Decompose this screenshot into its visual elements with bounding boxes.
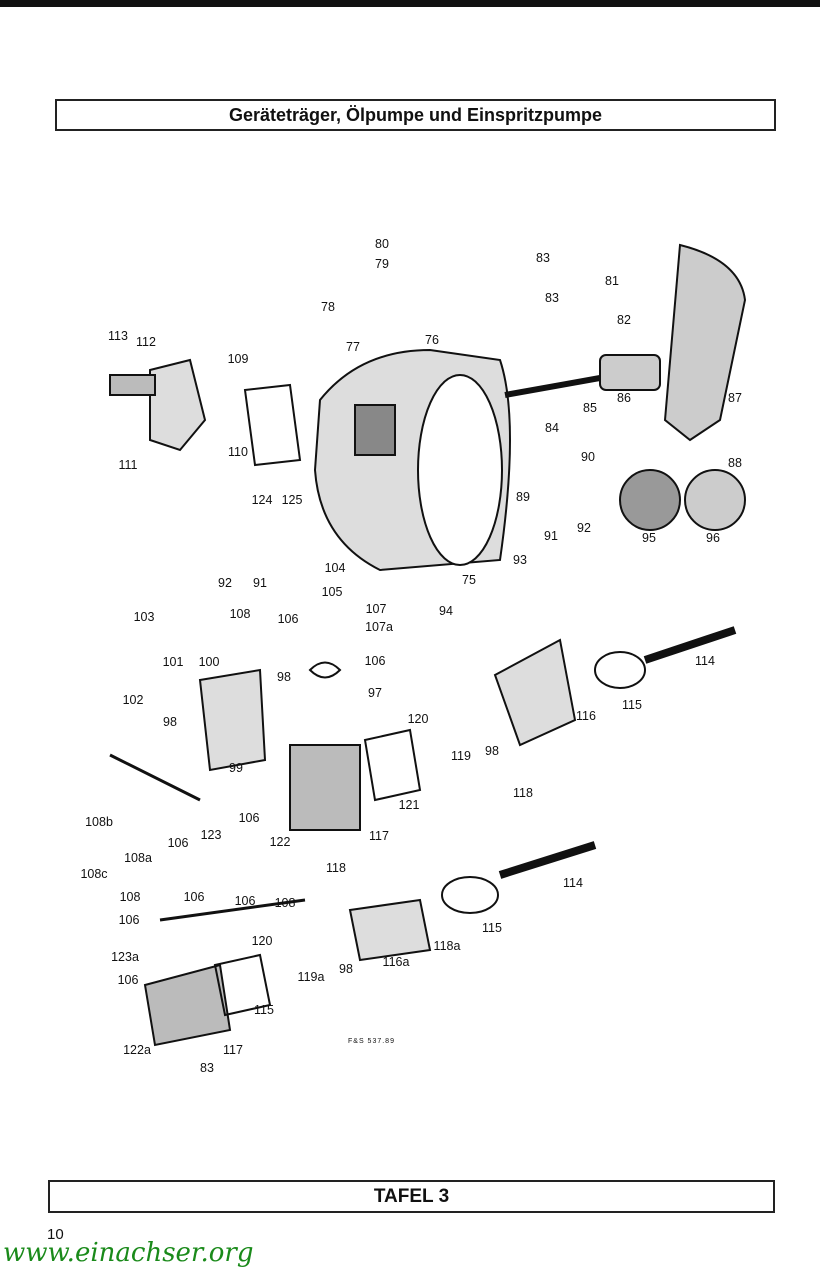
part-label: 124 [251,493,273,507]
part-label: 83 [200,1061,214,1075]
part-label: 99 [229,761,243,775]
part-label: 104 [324,561,346,575]
part-label: 84 [545,421,559,435]
part-label: 112 [136,335,156,349]
part-label: 108b [85,815,113,829]
lever-arm [663,243,747,442]
part-label: 82 [617,313,631,327]
part-label: 123 [200,828,222,842]
shaft [504,354,661,398]
part-label: 83 [545,291,559,305]
part-label: 106 [238,811,260,825]
part-label: 90 [581,450,595,464]
part-label: 116 [576,709,596,723]
part-label: 89 [516,490,530,504]
main-housing [313,348,511,572]
part-label: 98 [339,962,353,976]
pump-upper [198,626,737,831]
part-label: 121 [398,798,420,812]
part-label: 108 [119,890,141,904]
drawing-code: F&S 537.89 [348,1038,395,1045]
part-label: 108 [274,896,296,910]
part-label: 94 [439,604,453,618]
part-label: 114 [695,654,715,668]
part-label: 96 [706,531,720,545]
part-label: 102 [122,693,144,707]
scan-top-edge [0,0,820,7]
pump-lower [109,753,597,1047]
page-title: Geräteträger, Ölpumpe und Einspritzpumpe [55,99,776,131]
part-label: 123a [111,950,139,964]
part-label: 98 [277,670,291,684]
part-label: 117 [369,829,389,843]
part-label: 100 [198,655,220,669]
part-label: 108a [124,851,152,865]
part-label: 107a [365,620,393,634]
part-label: 86 [617,391,631,405]
part-label: 108c [80,867,108,881]
part-label: 97 [368,686,382,700]
part-label: 93 [513,553,527,567]
plate-caption-text: TAFEL 3 [373,1185,450,1207]
part-label: 119a [297,970,325,984]
part-label: 118a [433,939,461,953]
part-label: 85 [583,401,597,415]
part-label: 106 [118,913,140,927]
part-label: 106 [183,890,205,904]
part-label: 122 [269,835,291,849]
part-label: 115 [482,921,502,935]
part-label: 88 [728,456,742,470]
part-label: 101 [162,655,184,669]
part-label: 83 [536,251,550,265]
part-label: 81 [605,274,619,288]
part-label: 118 [513,786,533,800]
page-number: 10 [47,1226,64,1243]
part-label: 98 [485,744,499,758]
part-label: 106 [167,836,189,850]
watermark: www.einachser.org [3,1238,254,1268]
part-label: 80 [375,237,389,251]
part-label: 98 [163,715,177,729]
part-label: 113 [108,329,128,343]
part-label: 116a [382,955,410,969]
part-label: 114 [563,876,583,890]
part-label: 91 [253,576,267,590]
part-label: 118 [326,861,346,875]
part-label: 106 [277,612,299,626]
boots [619,469,746,531]
part-label: 125 [281,493,303,507]
part-label: 77 [346,340,360,354]
part-label: 115 [622,698,642,712]
plate-caption: TAFEL 3 [48,1180,775,1213]
part-label: 117 [223,1043,243,1057]
part-label: 95 [642,531,656,545]
part-label: 78 [321,300,335,314]
part-label: 120 [407,712,429,726]
part-label: 75 [462,573,476,587]
part-label: 119 [451,749,471,763]
part-label: 91 [544,529,558,543]
part-label: 115 [254,1003,274,1017]
part-label: 103 [133,610,155,624]
part-label: 106 [234,894,256,908]
part-label: 92 [218,576,232,590]
part-label: 106 [117,973,139,987]
part-label: 79 [375,257,389,271]
part-label: 111 [118,458,138,472]
flange-part [109,358,302,467]
page-title-text: Geräteträger, Ölpumpe und Einspritzpumpe [228,104,603,125]
part-label: 108 [229,607,251,621]
part-label: 87 [728,391,742,405]
part-label: 122a [123,1043,151,1057]
part-label: 107 [365,602,387,616]
part-label: 109 [227,352,249,366]
part-label: 92 [577,521,591,535]
part-label: 105 [321,585,343,599]
part-label: 76 [425,333,439,347]
part-label: 110 [228,445,248,459]
part-label: 106 [364,654,386,668]
part-label: 120 [251,934,273,948]
